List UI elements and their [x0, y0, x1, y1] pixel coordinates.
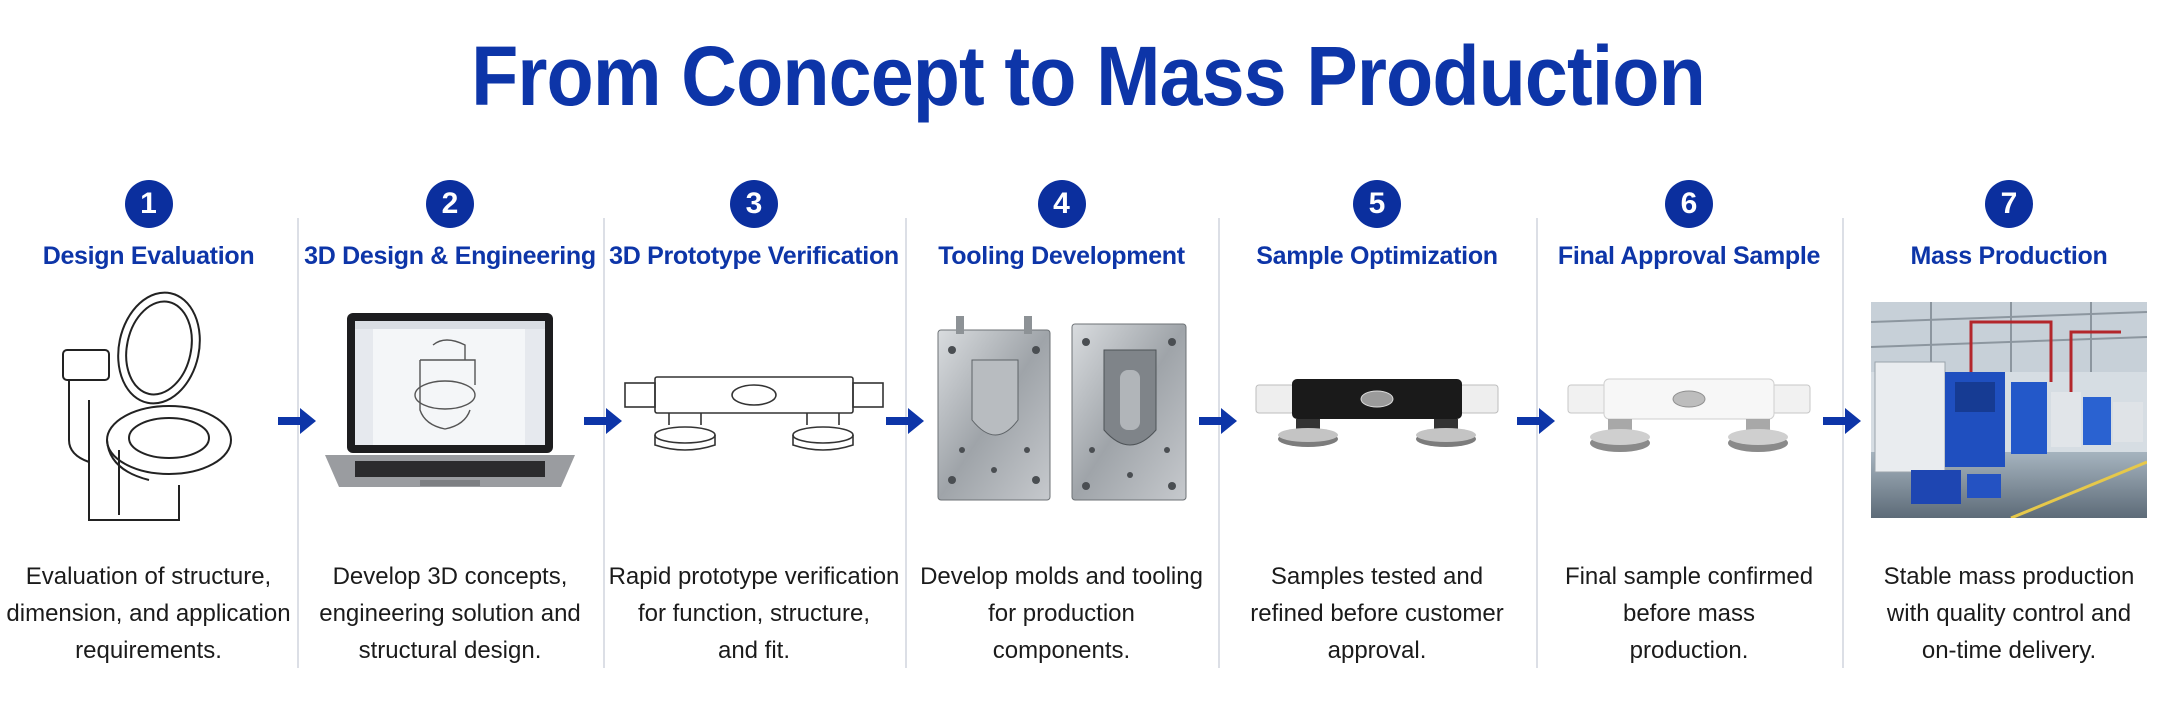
step-number-badge: 4	[1037, 180, 1086, 228]
prototype-drawing-icon	[624, 376, 884, 451]
step-number-badge: 7	[1985, 180, 2033, 228]
mold-tooling-icon	[937, 316, 1186, 501]
factory-floor-icon	[1871, 302, 2147, 518]
arrow-right-icon	[278, 408, 316, 434]
step-4: 4 Tooling Development Develop mol	[905, 180, 1218, 680]
step-title: Design Evaluation	[42, 242, 255, 270]
arrow-right-icon	[1199, 408, 1237, 434]
step-number-badge: 5	[1353, 180, 1401, 228]
step-title: Sample Optimization	[1256, 242, 1498, 270]
step-divider	[603, 218, 605, 668]
step-divider	[1218, 218, 1220, 668]
step-3: 3 3D Prototype Verification Rapid protot…	[603, 180, 905, 680]
step-title: 3D Prototype Verification	[609, 242, 899, 270]
step-description: Rapid prototype verification for functio…	[608, 563, 900, 664]
step-illustration	[1218, 290, 1536, 530]
arrow-right-icon	[886, 408, 924, 434]
step-number-badge: 2	[426, 180, 474, 228]
step-divider	[905, 218, 907, 668]
step-number-badge: 1	[124, 180, 173, 228]
step-description: Develop 3D concepts, engineering solutio…	[319, 563, 581, 664]
step-6: 6 Final Approval Sample Final sample con…	[1536, 180, 1842, 680]
step-7: 7 Mass Production	[1842, 180, 2176, 680]
arrow-right-icon	[584, 408, 622, 434]
step-divider	[1842, 218, 1844, 668]
step-illustration	[603, 290, 905, 530]
toilet-sketch-icon	[61, 291, 232, 521]
step-divider	[297, 218, 299, 668]
step-divider	[1536, 218, 1538, 668]
step-1: 1 Design Evaluation Evaluation of struct…	[0, 180, 297, 680]
step-illustration	[905, 290, 1218, 530]
step-number-badge: 3	[730, 180, 778, 228]
step-2: 2 3D Design & Engineering Develop 3D con…	[297, 180, 603, 680]
step-number-badge: 6	[1665, 180, 1713, 228]
step-illustration	[1842, 290, 2176, 530]
step-description: Samples tested and refined before custom…	[1250, 563, 1504, 664]
arrow-right-icon	[1517, 408, 1555, 434]
step-illustration	[1536, 290, 1842, 530]
black-sample-part-icon	[1255, 379, 1499, 447]
step-illustration	[0, 290, 297, 530]
step-title: Final Approval Sample	[1557, 242, 1821, 270]
laptop-cad-icon	[325, 313, 575, 487]
arrow-right-icon	[1823, 408, 1861, 434]
step-description: Evaluation of structure, dimension, and …	[6, 563, 291, 664]
step-5: 5 Sample Optimization Samples tested and…	[1218, 180, 1536, 680]
step-description: Final sample confirmed before mass produ…	[1564, 563, 1814, 664]
step-title: 3D Design & Engineering	[304, 242, 596, 270]
step-description: Stable mass production with quality cont…	[1883, 563, 2135, 664]
step-title: Tooling Development	[938, 242, 1185, 270]
white-sample-part-icon	[1567, 378, 1811, 452]
step-title: Mass Production	[1910, 242, 2108, 270]
page-title: From Concept to Mass Production	[471, 29, 1706, 123]
step-description: Develop molds and tooling for production…	[920, 563, 1203, 664]
step-illustration	[297, 290, 603, 530]
